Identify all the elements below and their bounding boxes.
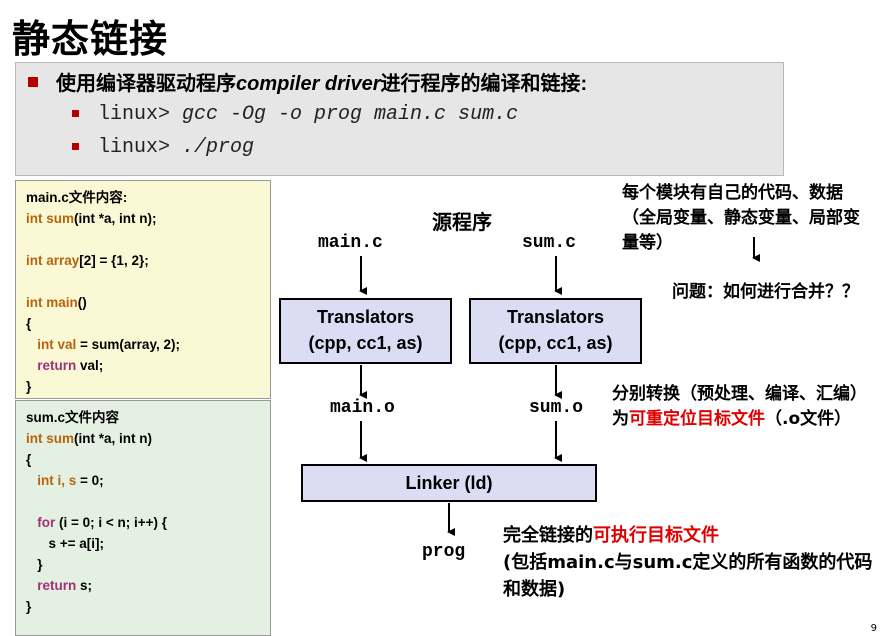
intro-box: 使用编译器驱动程序compiler driver进行程序的编译和链接: linu…: [15, 62, 784, 176]
note-linked: 完全链接的可执行目标文件 (包括main.c与sum.c定义的所有函数的代码和数…: [503, 522, 875, 603]
page-number: 9: [870, 623, 877, 634]
code-keyword: return: [26, 578, 81, 593]
code-line: int sum(int *a, int n): [26, 428, 260, 449]
command-prompt: linux>: [98, 103, 183, 126]
intro-text-after: 进行程序的编译和链接:: [380, 73, 588, 95]
translator-title: Translators: [506, 307, 605, 327]
linker-label: Linker (ld): [405, 473, 493, 493]
slide-title: 静态链接: [12, 17, 169, 61]
code-line: {: [26, 313, 260, 334]
command-line-1: linux> gcc -Og -o prog main.c sum.c: [98, 103, 518, 126]
note-modules: 每个模块有自己的代码、数据（全局变量、静态变量、局部变量等）: [622, 183, 860, 253]
square-bullet-icon: [28, 77, 38, 87]
code-rest: }: [26, 599, 32, 614]
code-rest: val;: [80, 358, 104, 373]
source-program-label: 源程序: [432, 210, 492, 234]
output-prog: prog: [422, 542, 466, 562]
code-keyword: int: [26, 211, 47, 226]
code-keyword: int: [26, 295, 47, 310]
code-rest: }: [26, 557, 43, 572]
note-linked-detail: (包括main.c与sum.c定义的所有函数的代码和数据): [503, 552, 873, 600]
intro-text: 使用编译器驱动程序compiler driver进行程序的编译和链接:: [56, 67, 587, 96]
code-keyword: int: [26, 431, 47, 446]
code-line: {: [26, 449, 260, 470]
note-convert-red: 可重定位目标文件: [629, 409, 765, 429]
code-header: main.c文件内容:: [26, 190, 128, 205]
code-line: }: [26, 376, 260, 397]
code-rest: (): [77, 295, 87, 310]
translator-subtitle: (cpp, cc1, as): [308, 333, 423, 353]
code-keyword: for: [26, 515, 59, 530]
code-keyword: return: [26, 358, 81, 373]
small-bullet-icon: [72, 143, 79, 150]
code-line: return val;: [26, 355, 260, 376]
code-line: int sum(int *a, int n);: [26, 208, 260, 229]
code-rest: {: [26, 316, 32, 331]
code-rest: {: [26, 452, 32, 467]
code-line: }: [26, 554, 260, 575]
command-text: ./prog: [182, 136, 255, 159]
linker-box: Linker (ld): [301, 464, 597, 502]
note-linked-before: 完全链接的: [503, 525, 593, 546]
small-bullet-icon: [72, 110, 79, 117]
translator-box-main: Translators (cpp, cc1, as): [279, 298, 452, 364]
code-lines: int sum(int *a, int n) { int i, s = 0; fo…: [26, 428, 260, 617]
note-convert: 分别转换（预处理、编译、汇编）为可重定位目标文件（.o文件）: [612, 382, 874, 432]
code-rest: [2] = {1, 2};: [79, 253, 149, 268]
code-line: int main(): [26, 292, 260, 313]
command-prompt: linux>: [98, 136, 183, 159]
code-rest: = 0;: [76, 473, 104, 488]
code-header: sum.c文件内容: [26, 410, 120, 425]
code-line: return s;: [26, 575, 260, 596]
translator-title: Translators: [316, 307, 415, 327]
code-line: int i, s = 0;: [26, 470, 260, 491]
code-keyword: int: [26, 473, 58, 488]
code-line: }: [26, 596, 260, 617]
code-keyword: int: [26, 253, 47, 268]
file-main-o: main.o: [330, 398, 395, 418]
translator-subtitle: (cpp, cc1, as): [498, 333, 613, 353]
command-line-2: linux> ./prog: [98, 136, 254, 159]
code-line: s += a[i];: [26, 533, 260, 554]
code-line: int val = sum(array, 2);: [26, 334, 260, 355]
code-identifier: sum: [46, 211, 75, 226]
note-linked-red: 可执行目标文件: [593, 525, 719, 546]
intro-text-italic: compiler driver: [236, 73, 381, 95]
code-rest: (i = 0; i < n; i++) {: [59, 515, 168, 530]
main-c-code-box: main.c文件内容: int sum(int *a, int n);int a…: [15, 180, 271, 399]
intro-text-before: 使用编译器驱动程序: [56, 73, 236, 95]
note-convert-before: 分别转换（预处理、编译、汇编）为: [612, 384, 867, 429]
note-question: 问题：如何进行合并？？: [672, 282, 859, 302]
code-identifier: main: [46, 295, 78, 310]
code-rest: }: [26, 379, 32, 394]
file-sum-c: sum.c: [522, 233, 577, 253]
code-rest: = sum(array, 2);: [76, 337, 180, 352]
code-rest: (int *a, int n): [74, 431, 153, 446]
code-identifier: val: [57, 337, 77, 352]
file-sum-o: sum.o: [529, 398, 584, 418]
sum-c-code-box: sum.c文件内容 int sum(int *a, int n) { int i,…: [15, 400, 271, 636]
code-rest: s;: [80, 578, 93, 593]
code-identifier: array: [46, 253, 80, 268]
code-rest: (int *a, int n);: [74, 211, 157, 226]
code-identifier: sum: [46, 431, 75, 446]
translator-box-sum: Translators (cpp, cc1, as): [469, 298, 642, 364]
code-keyword: int: [26, 337, 58, 352]
file-main-c: main.c: [318, 233, 383, 253]
code-identifier: i, s: [57, 473, 77, 488]
command-text: gcc -Og -o prog main.c sum.c: [182, 103, 519, 126]
code-rest: s += a[i];: [26, 536, 105, 551]
note-convert-after: （.o文件）: [765, 409, 852, 429]
code-lines: int sum(int *a, int n);int array[2] = {1…: [26, 208, 260, 397]
code-line: for (i = 0; i < n; i++) {: [26, 512, 260, 533]
code-line: int array[2] = {1, 2};: [26, 250, 260, 271]
